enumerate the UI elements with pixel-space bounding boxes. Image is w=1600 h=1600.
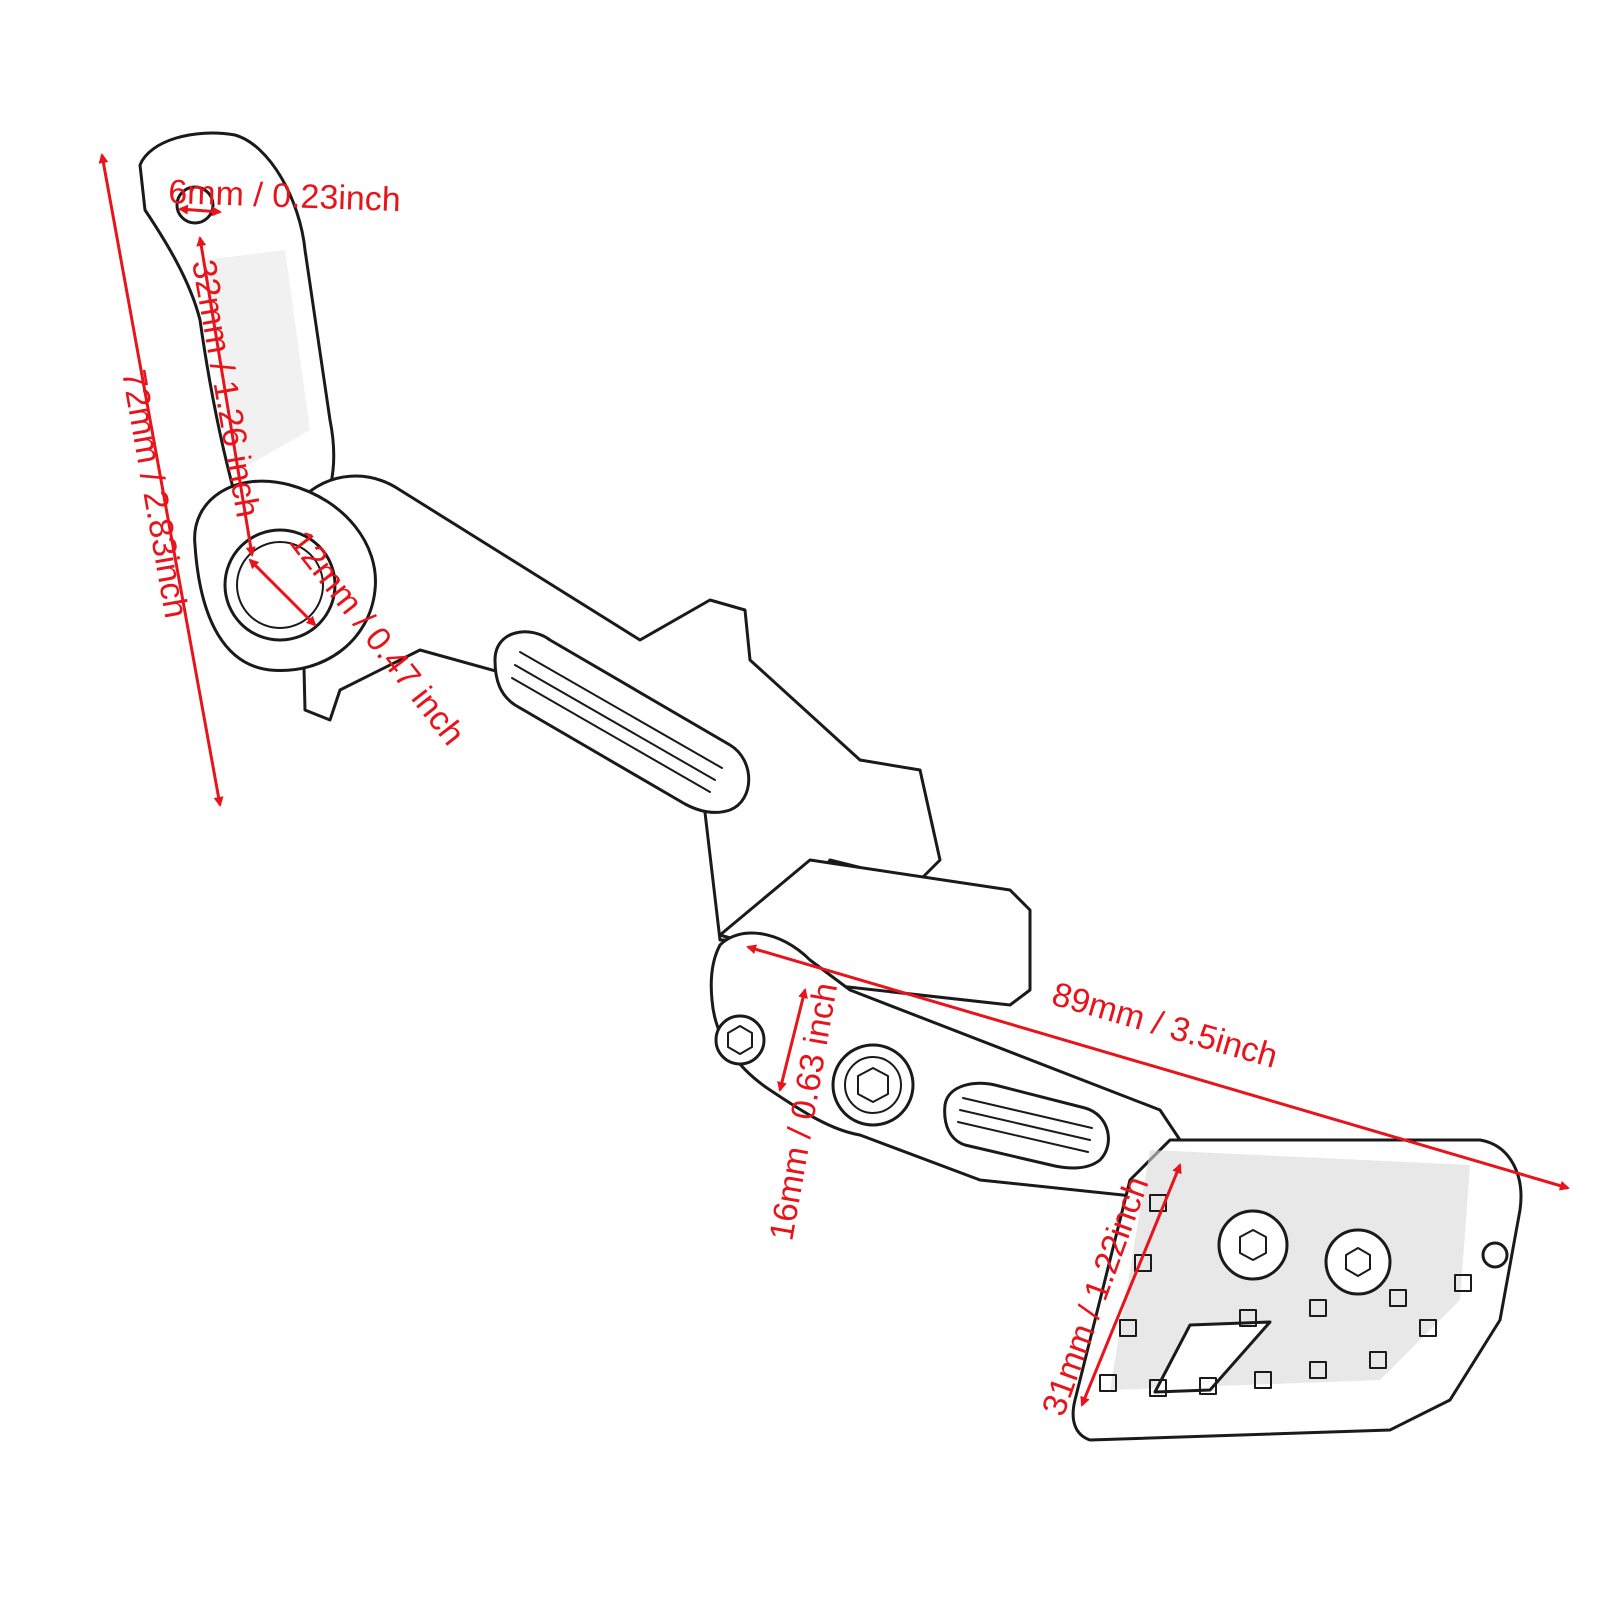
dim-line-overall-length	[746, 944, 1570, 1191]
dim-line-peg-width	[1080, 1163, 1182, 1407]
label-hole-small: 6mm / 0.23inch	[168, 173, 402, 219]
label-overall-height: 72mm / 2.83inch	[114, 367, 195, 621]
upper-slot-ribs	[511, 651, 723, 793]
label-overall-length: 89mm / 3.5inch	[1048, 975, 1282, 1076]
pad-bolt-left	[1217, 1209, 1289, 1281]
joint-bolt	[714, 1014, 766, 1066]
dim-line-pivot-bore	[248, 558, 317, 627]
dim-line-joint-width	[777, 988, 808, 1092]
shift-lever-part	[138, 131, 1523, 1442]
upper-slot	[493, 630, 751, 814]
dim-line-overall-height	[98, 153, 224, 807]
pad-end-hole	[1481, 1241, 1509, 1269]
dimension-lines	[98, 153, 1570, 1407]
pad-bolt-right	[1324, 1228, 1392, 1296]
arm-bolt	[831, 1043, 915, 1127]
